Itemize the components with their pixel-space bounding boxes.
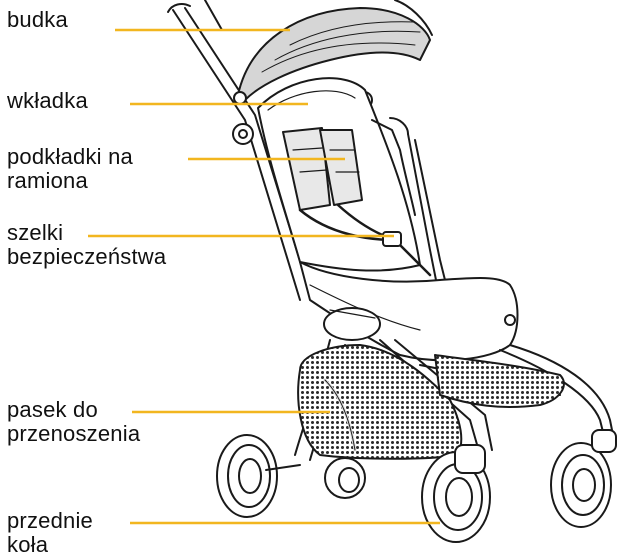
rear-wheel-left <box>217 435 300 517</box>
label-harness: szelki bezpieczeństwa <box>7 221 166 269</box>
harness-buckle <box>383 232 401 246</box>
label-shoulder-pads-line-1: podkładki na <box>7 145 133 169</box>
rear-wheel-center <box>325 458 365 498</box>
label-carry-strap: pasek do przenoszenia <box>7 398 140 446</box>
label-shoulder-pads-line-2: ramiona <box>7 169 133 193</box>
stroller-illustration <box>168 0 616 542</box>
label-seat-liner: wkładka <box>7 89 88 113</box>
label-front-wheels-line-1: przednie <box>7 509 93 533</box>
label-seat-liner-line-1: wkładka <box>7 89 88 113</box>
canopy-hinge-left <box>234 92 246 104</box>
label-front-wheels: przednie koła <box>7 509 93 557</box>
seat-base <box>300 262 518 360</box>
label-canopy-line-1: budka <box>7 8 68 32</box>
label-harness-line-2: bezpieczeństwa <box>7 245 166 269</box>
front-wheel-right <box>551 430 616 527</box>
fold-hinge <box>324 308 380 340</box>
label-carry-strap-line-1: pasek do <box>7 398 140 422</box>
label-carry-strap-line-2: przenoszenia <box>7 422 140 446</box>
label-canopy: budka <box>7 8 68 32</box>
label-shoulder-pads: podkładki na ramiona <box>7 145 133 193</box>
front-wheel-left <box>422 445 490 542</box>
label-harness-line-1: szelki <box>7 221 166 245</box>
label-front-wheels-line-2: koła <box>7 533 93 557</box>
